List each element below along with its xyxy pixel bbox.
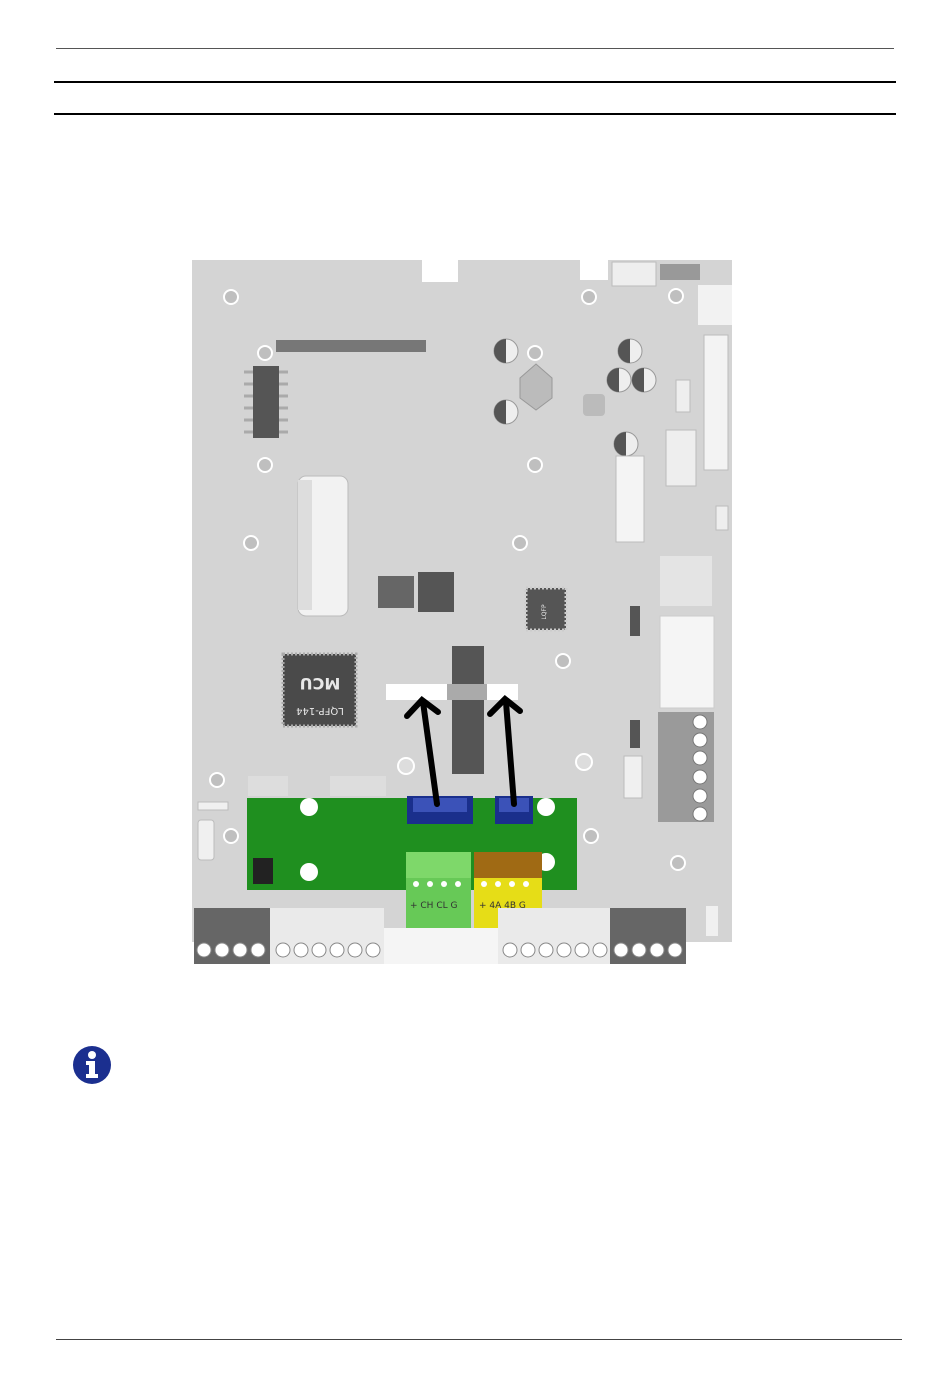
mcu-label: MCU [300, 674, 341, 693]
mcu-package-label: LQFP-144 [296, 705, 344, 716]
info-icon [72, 1045, 112, 1085]
svg-text:LQFP: LQFP [541, 604, 548, 620]
footer-rule [56, 1339, 902, 1340]
connector-green-labels: + CH CL G [410, 901, 457, 911]
